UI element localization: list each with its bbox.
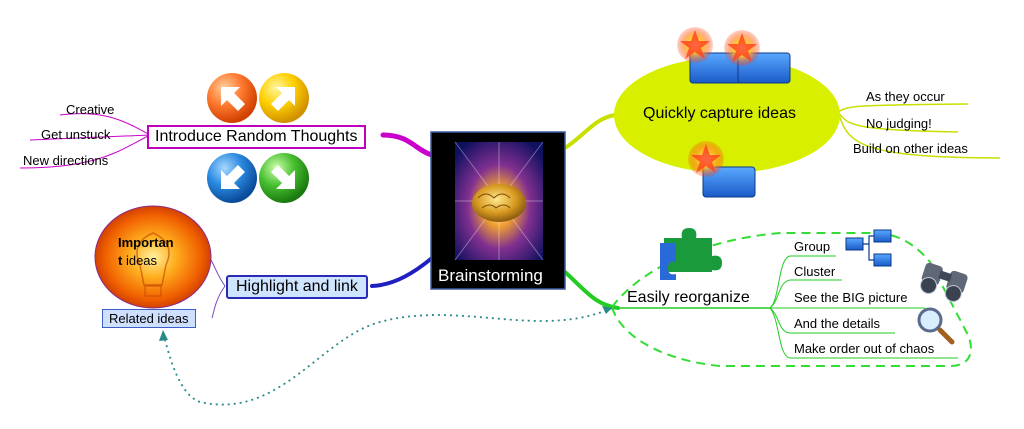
arrow-down-right-icon bbox=[259, 153, 309, 203]
branch-connector-capture bbox=[563, 103, 1001, 159]
branch-connector-random bbox=[19, 113, 435, 169]
random-thoughts-topic[interactable]: Introduce Random Thoughts bbox=[147, 125, 366, 149]
reorganize-child-big-picture[interactable]: See the BIG picture bbox=[794, 290, 908, 305]
arrow-up-right-icon bbox=[259, 73, 309, 123]
reorganize-child-order[interactable]: Make order out of chaos bbox=[794, 341, 935, 356]
arrow-up-left-icon bbox=[207, 73, 257, 123]
magnifier-icon bbox=[917, 307, 955, 345]
random-thoughts-child-new-directions[interactable]: New directions bbox=[23, 153, 109, 168]
random-thoughts-child-get-unstuck[interactable]: Get unstuck bbox=[41, 127, 111, 142]
lightbulb-text-line2: t ideas bbox=[118, 254, 157, 267]
capture-child-build-on-ideas[interactable]: Build on other ideas bbox=[853, 141, 968, 156]
capture-ideas-node[interactable] bbox=[614, 57, 840, 173]
relationship-link bbox=[159, 306, 613, 406]
reorganize-child-details[interactable]: And the details bbox=[794, 316, 881, 331]
puzzle-icon bbox=[660, 228, 722, 280]
arrow-down-left-icon bbox=[207, 153, 257, 203]
central-topic-label[interactable]: Brainstorming bbox=[438, 266, 543, 285]
lightbulb-text-line2-bold: t bbox=[118, 253, 123, 268]
highlight-link-topic[interactable]: Highlight and link bbox=[226, 275, 368, 299]
capture-child-as-they-occur[interactable]: As they occur bbox=[866, 89, 945, 104]
random-thoughts-child-creative[interactable]: Creative bbox=[66, 102, 115, 117]
central-topic[interactable] bbox=[430, 131, 566, 290]
capture-child-no-judging[interactable]: No judging! bbox=[866, 116, 932, 131]
org-chart-icon bbox=[845, 229, 892, 267]
lightbulb-text-line1: Importan bbox=[118, 235, 174, 250]
brain-icon bbox=[454, 141, 544, 261]
idea-spark-icon bbox=[677, 27, 791, 84]
related-ideas-box[interactable]: Related ideas bbox=[102, 309, 196, 328]
capture-ideas-topic[interactable]: Quickly capture ideas bbox=[643, 105, 796, 122]
lightbulb-icon bbox=[94, 205, 212, 309]
reorganize-child-group[interactable]: Group bbox=[794, 239, 831, 254]
binoculars-icon bbox=[920, 262, 968, 303]
lightbulb-text-line2-rest: ideas bbox=[122, 253, 158, 268]
idea-spark-icon-single bbox=[688, 141, 756, 198]
reorganize-topic[interactable]: Easily reorganize bbox=[627, 289, 750, 306]
reorganize-child-cluster[interactable]: Cluster bbox=[794, 264, 836, 279]
